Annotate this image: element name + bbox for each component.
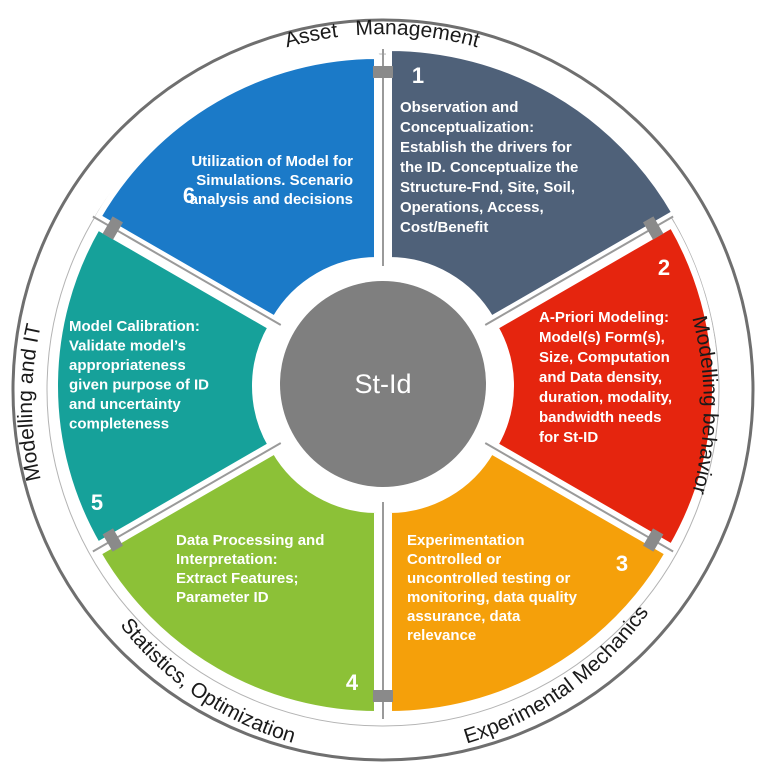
segment-1-number: 1: [412, 63, 424, 88]
segment-text-line: Conceptualization:: [400, 119, 534, 136]
segment-text-line: monitoring, data quality: [407, 589, 578, 606]
connector-tab: [102, 216, 123, 240]
segment-3-number: 3: [616, 551, 628, 576]
segment-text-line: Interpretation:: [176, 551, 278, 568]
segment-text-line: Validate model’s: [69, 338, 186, 355]
segment-1: [386, 45, 678, 322]
segment-text-line: appropriateness: [69, 357, 186, 374]
segment-text-line: Observation and: [400, 99, 518, 116]
segment-text-line: Extract Features;: [176, 570, 299, 587]
segment-5: [52, 224, 274, 548]
segment-2-description: A-Priori Modeling: Model(s) Form(s), Size,…: [539, 309, 672, 446]
segment-text-line: Parameter ID: [176, 589, 269, 606]
segment-text-line: assurance, data: [407, 608, 521, 625]
segment-5-number: 5: [91, 490, 103, 515]
segment-text-line: Cost/Benefit: [400, 219, 488, 236]
segment-text-line: Operations, Access,: [400, 199, 544, 216]
segment-4: [95, 448, 380, 717]
spoke-line: [484, 215, 674, 326]
segment-text-line: uncontrolled testing or: [407, 570, 570, 587]
segment-text-line: for St-ID: [539, 429, 598, 446]
segment-text-line: Controlled or: [407, 551, 501, 568]
segment-text-line: Size, Computation: [539, 349, 670, 366]
segment-text-line: given purpose of ID: [69, 377, 209, 394]
segment-2-number: 2: [658, 255, 670, 280]
segment-4-number: 4: [346, 670, 359, 695]
segment-text-line: analysis and decisions: [190, 191, 353, 208]
segment-text-line: Simulations. Scenario: [196, 172, 353, 189]
spoke-line: [92, 215, 282, 326]
segment-2: [492, 222, 718, 550]
segment-text-line: and Data density,: [539, 369, 662, 386]
connector-tab: [643, 216, 664, 240]
connector-tab: [373, 66, 393, 78]
segment-text-line: Model(s) Form(s),: [539, 329, 665, 346]
segment-text-line: Model Calibration:: [69, 318, 200, 335]
segment-text-line: Data Processing and: [176, 532, 324, 549]
segment-text-line: completeness: [69, 416, 169, 433]
center-hub: [280, 281, 486, 487]
connector-tab: [373, 690, 393, 702]
center-label: St-Id: [354, 369, 411, 399]
segment-6: [95, 53, 380, 322]
segment-text-line: Establish the drivers for: [400, 139, 572, 156]
spoke-line: [92, 442, 282, 553]
segment-5-description: Model Calibration: Validate model’s approp…: [69, 318, 209, 433]
segment-text-line: duration, modality,: [539, 389, 672, 406]
segment-text-line: bandwidth needs: [539, 409, 662, 426]
segment-text-line: the ID. Conceptualize the: [400, 159, 578, 176]
segment-3: [386, 448, 671, 717]
segment-text-line: Structure-Fnd, Site, Soil,: [400, 179, 575, 196]
spoke-line: [484, 442, 674, 553]
segment-6-number: 6: [183, 183, 195, 208]
segment-text-line: A-Priori Modeling:: [539, 309, 669, 326]
segment-text-line: Utilization of Model for: [191, 153, 353, 170]
segment-text-line: and uncertainty: [69, 396, 181, 413]
connector-tab: [643, 528, 664, 552]
segment-text-line: relevance: [407, 627, 476, 644]
connector-tab: [102, 528, 123, 552]
segment-text-line: Experimentation: [407, 532, 525, 549]
